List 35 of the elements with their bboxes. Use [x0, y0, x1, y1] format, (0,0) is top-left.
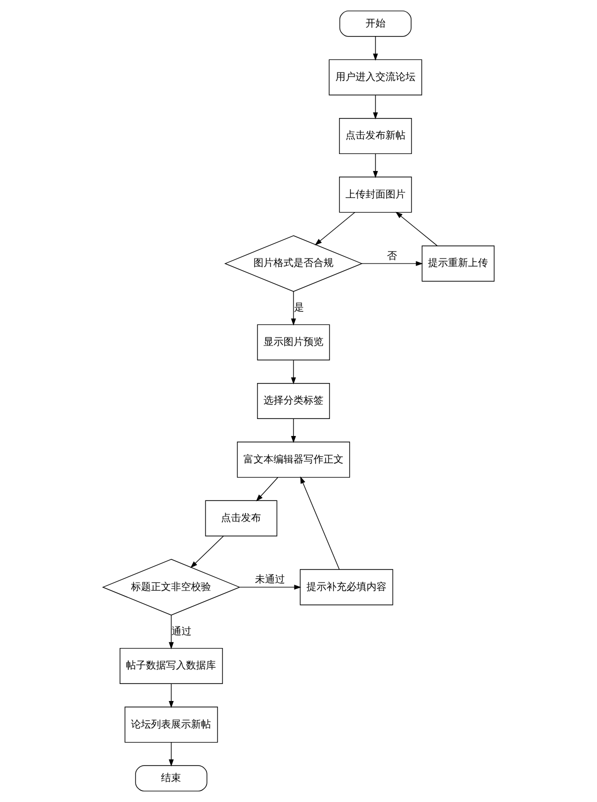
arrow [291, 360, 296, 384]
node-box: 用户进入交流论坛 [328, 59, 422, 96]
arrow [239, 584, 302, 590]
arrow [362, 261, 423, 266]
node-diamond: 图片格式是否合规 [224, 235, 363, 292]
node-box: 提示补充必填内容 [300, 569, 394, 606]
arrow [314, 212, 356, 246]
edge-label: 否 [387, 250, 398, 262]
edge-label: 是 [294, 302, 304, 314]
node-box: 点击发布 [205, 500, 278, 536]
node-box: 结束 [135, 765, 208, 792]
arrow [372, 36, 378, 61]
node-box: 帖子数据写入数据库 [120, 648, 223, 684]
arrow [256, 477, 278, 502]
node-box: 显示图片预览 [257, 324, 330, 360]
arrow [372, 154, 378, 178]
node-box: 富文本编辑器写作正文 [236, 442, 350, 478]
node-diamond: 标题正文非空校验 [102, 558, 240, 616]
node-box: 论坛列表展示新帖 [124, 706, 218, 743]
arrow [190, 536, 224, 568]
arrow [396, 212, 438, 246]
arrow [291, 418, 296, 444]
node-box: 点击发布新帖 [339, 118, 412, 154]
arrow [168, 684, 174, 708]
edge-label: 通过 [171, 626, 192, 638]
node-box: 提示重新上传 [422, 246, 495, 282]
arrow [168, 742, 174, 766]
arrow [291, 291, 296, 326]
arrow [372, 94, 378, 120]
node-box: 选择分类标签 [257, 382, 330, 420]
arrow [300, 476, 340, 570]
node-box: 开始 [339, 10, 412, 37]
arrow [168, 614, 174, 650]
node-box: 上传封面图片 [339, 176, 412, 213]
edge-label: 未通过 [254, 574, 285, 586]
